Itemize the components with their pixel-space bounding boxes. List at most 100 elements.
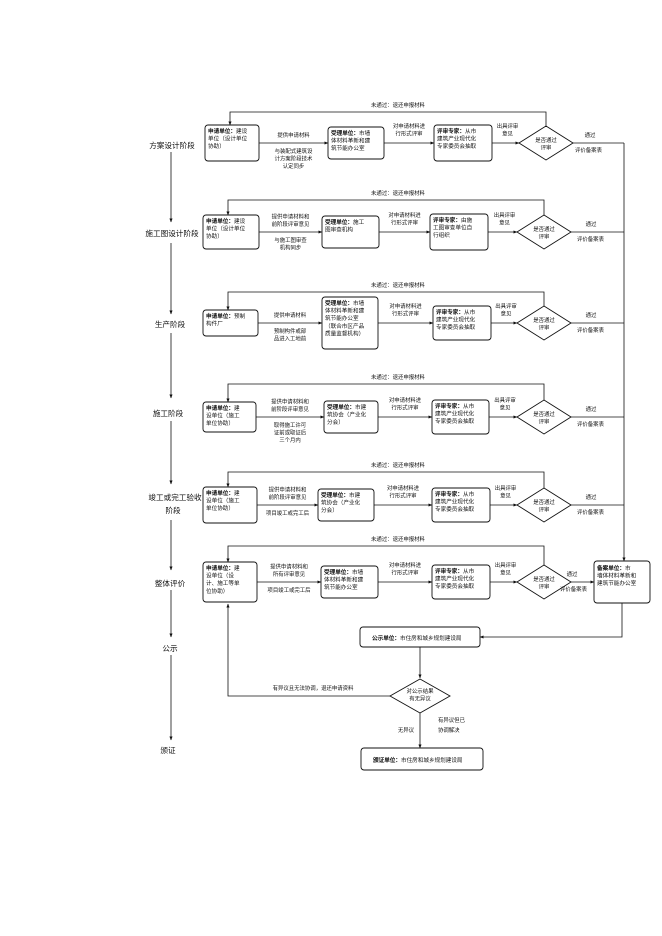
- publicity-text: 公示单位：市住房和城乡规划建设局: [372, 634, 462, 642]
- reviewer-line: 建筑产业现代化: [435, 410, 475, 418]
- record-label: 评价备案表: [560, 585, 588, 593]
- decision-text-line: 是否通过: [533, 316, 555, 324]
- acceptor-line: 体材料革新和建: [331, 137, 371, 145]
- decision-text-line: 是否通过: [533, 225, 555, 233]
- submit-label: 提供申请材料: [274, 311, 307, 319]
- submit-label-line: 前阶段评审意见: [269, 493, 307, 501]
- opinion-label-line: 意见: [500, 569, 511, 577]
- acceptor-line: 筑节能办公室: [331, 144, 365, 152]
- review-edge-label-line: 行形式评审: [392, 404, 419, 412]
- acceptor-title: 受理单位：: [325, 299, 353, 307]
- acceptor-line: 市建: [355, 403, 367, 411]
- applicant-line: 构件厂: [206, 320, 223, 328]
- reviewer-title: 评审专家：: [435, 402, 463, 410]
- pass-label: 通过: [567, 570, 578, 578]
- timing-label-line: 品进入工地前: [274, 335, 307, 343]
- opinion-label-line: 出具评审: [495, 561, 517, 569]
- decision-text-line: 评审: [541, 144, 552, 152]
- reject-label: 未通过：退还申报材料: [371, 535, 426, 543]
- acceptor-line: 市墙: [353, 299, 365, 307]
- pass-label: 通过: [586, 405, 597, 413]
- decision-diamond: [518, 125, 574, 161]
- reviewer-title: 评审专家：: [436, 308, 464, 316]
- acceptor-line: 分会）: [327, 418, 344, 426]
- acceptor-line: 质量监督机构）: [325, 329, 364, 337]
- applicant-line: 单位（设计单位: [208, 135, 248, 143]
- submit-label-line: 提供申请材料和: [270, 563, 308, 571]
- applicant-line: 单位（设计单位: [206, 225, 246, 233]
- svg-text:受理单位：市建: 受理单位：市建: [327, 403, 367, 411]
- opinion-label-line: 意见: [502, 130, 513, 138]
- acceptor-line: （联合市区产品: [325, 322, 365, 330]
- reviewer-line: 行组织: [433, 231, 450, 239]
- applicant-title: 申请单位：: [206, 404, 234, 412]
- review-edge-label-line: 对申请材料进: [393, 122, 426, 130]
- opinion-label-line: 意见: [500, 492, 511, 500]
- pass-label: 通过: [586, 493, 597, 501]
- acceptor-line: 筑节能办公室: [325, 314, 359, 322]
- opinion-label-line: 出具评审: [495, 484, 517, 492]
- applicant-box: [202, 486, 258, 524]
- decision-diamond: [516, 487, 572, 523]
- reviewer-line: 由施: [461, 216, 473, 224]
- review-edge-label-line: 行形式评审: [396, 130, 423, 138]
- applicant-line: 建设: [234, 217, 246, 225]
- svg-text:公示单位：市住房和城乡规划建设局: 公示单位：市住房和城乡规划建设局: [372, 634, 462, 642]
- svg-text:评审专家：从市: 评审专家：从市: [435, 490, 475, 498]
- timing-label-line: 与装配式建筑设: [275, 147, 313, 155]
- reviewer-line: 从市: [463, 402, 475, 410]
- reviewer-box: [433, 124, 493, 162]
- resolved-label-line: 有异议但已: [438, 716, 466, 724]
- certify-title: 颁证单位：: [372, 756, 401, 764]
- applicant-line: 单位协助）: [206, 504, 234, 512]
- applicant-line: 建: [234, 564, 240, 572]
- stage-label: 颁证: [160, 745, 176, 755]
- applicant-line: 协助）: [208, 142, 225, 150]
- svg-text:评审专家：由施: 评审专家：由施: [433, 216, 473, 224]
- applicant-line: 建: [234, 404, 240, 412]
- resolved-label-line: 协调解决: [438, 726, 460, 734]
- review-edge-label-line: 对申请材料进: [387, 484, 420, 492]
- acceptor-box: [320, 565, 379, 599]
- reviewer-box: [431, 399, 490, 435]
- pass-label: 通过: [585, 131, 596, 139]
- review-edge-label-line: 对申请材料进: [389, 302, 422, 310]
- svg-text:申请单位：建设: 申请单位：建设: [208, 127, 248, 135]
- decision-diamond: [516, 399, 572, 435]
- reviewer-line: 专家委员会抽取: [435, 505, 475, 513]
- stage-label-cont: 阶段: [165, 505, 181, 515]
- applicant-title: 申请单位：: [206, 217, 234, 225]
- svg-text:评审专家：从市: 评审专家：从市: [437, 127, 477, 135]
- reviewer-line: 从市: [464, 308, 476, 316]
- review-edge-label-line: 对申请材料进: [389, 561, 422, 569]
- applicant-title: 申请单位：: [206, 489, 234, 497]
- review-edge-label-line: 行形式评审: [392, 569, 419, 577]
- applicant-line: 设单位（设: [206, 572, 234, 580]
- submit-label-line: 提供申请材料: [274, 311, 307, 319]
- opinion-label-line: 意见: [501, 310, 512, 318]
- record-label: 评价备案表: [577, 326, 605, 334]
- reviewer-line: 专家委员会抽取: [435, 417, 475, 425]
- reject-label: 未通过：退还申报材料: [371, 101, 426, 109]
- objection-decision-text-line: 有无异议: [409, 695, 431, 703]
- applicant-line: 设单位（施工: [206, 497, 240, 505]
- certify-box: [360, 747, 484, 771]
- timing-label-line: 取得施工许可: [274, 421, 307, 429]
- reject-loop-arrow: [226, 199, 545, 216]
